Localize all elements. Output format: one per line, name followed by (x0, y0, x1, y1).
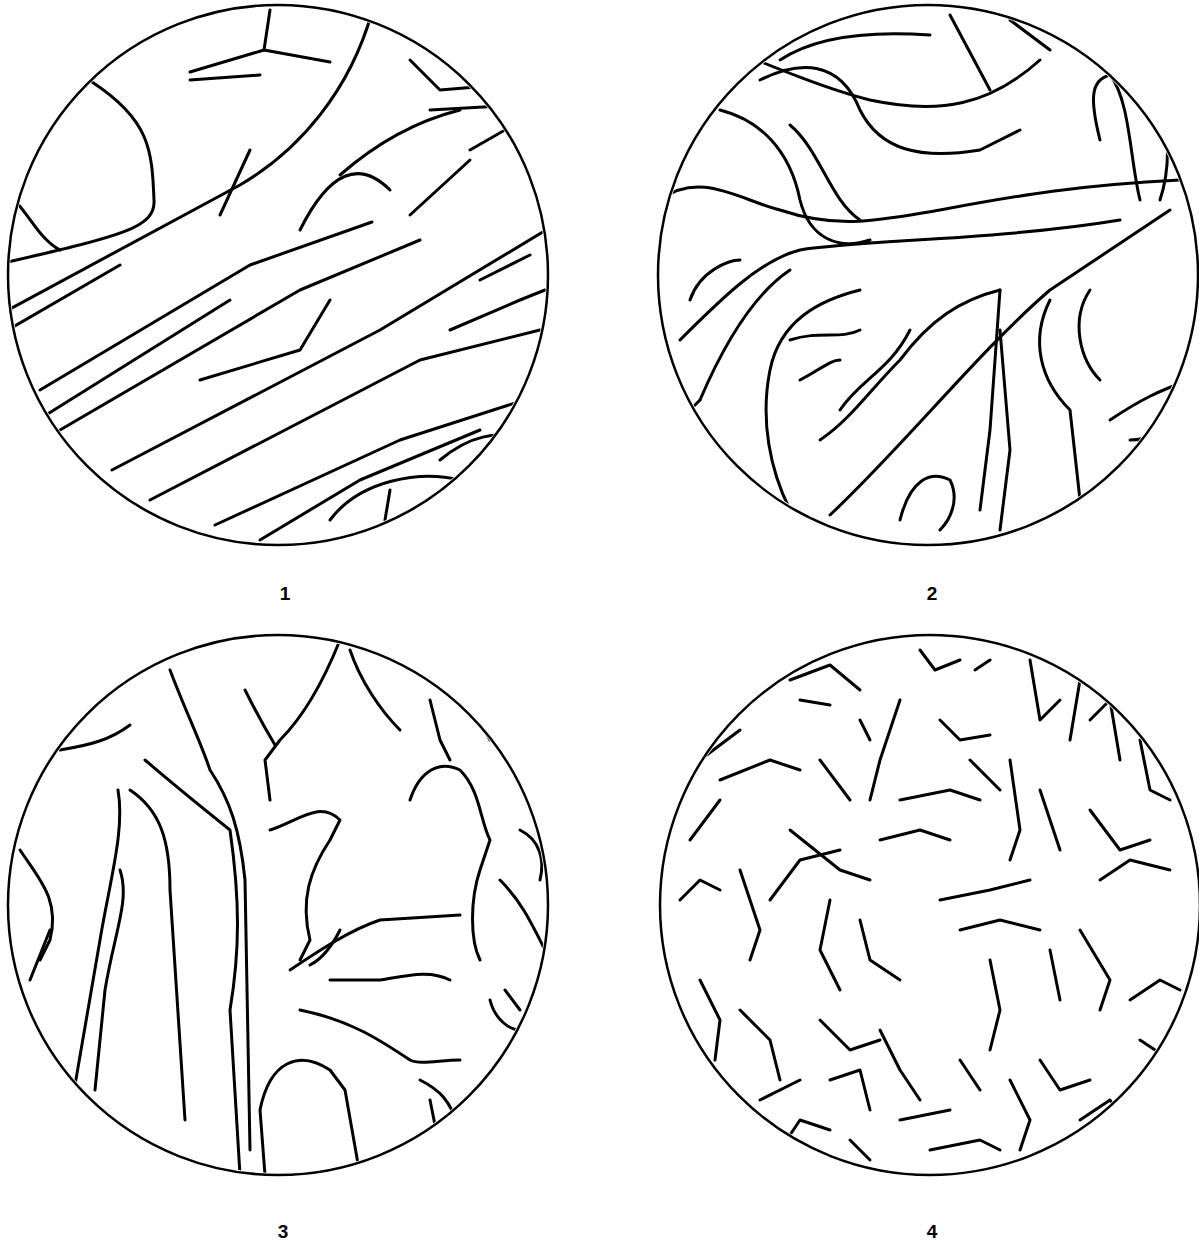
random-short-fibres (680, 650, 1180, 1180)
wavy-fibres (660, 15, 1190, 530)
oriented-fibres (8, 10, 546, 540)
figure-number: 2 (927, 584, 938, 603)
field-of-view-circle (8, 5, 1199, 1175)
branching-fibres (20, 640, 545, 1175)
figure-number: 1 (280, 584, 291, 603)
figure-number: 4 (927, 1222, 938, 1241)
figure-number: 3 (278, 1222, 289, 1241)
